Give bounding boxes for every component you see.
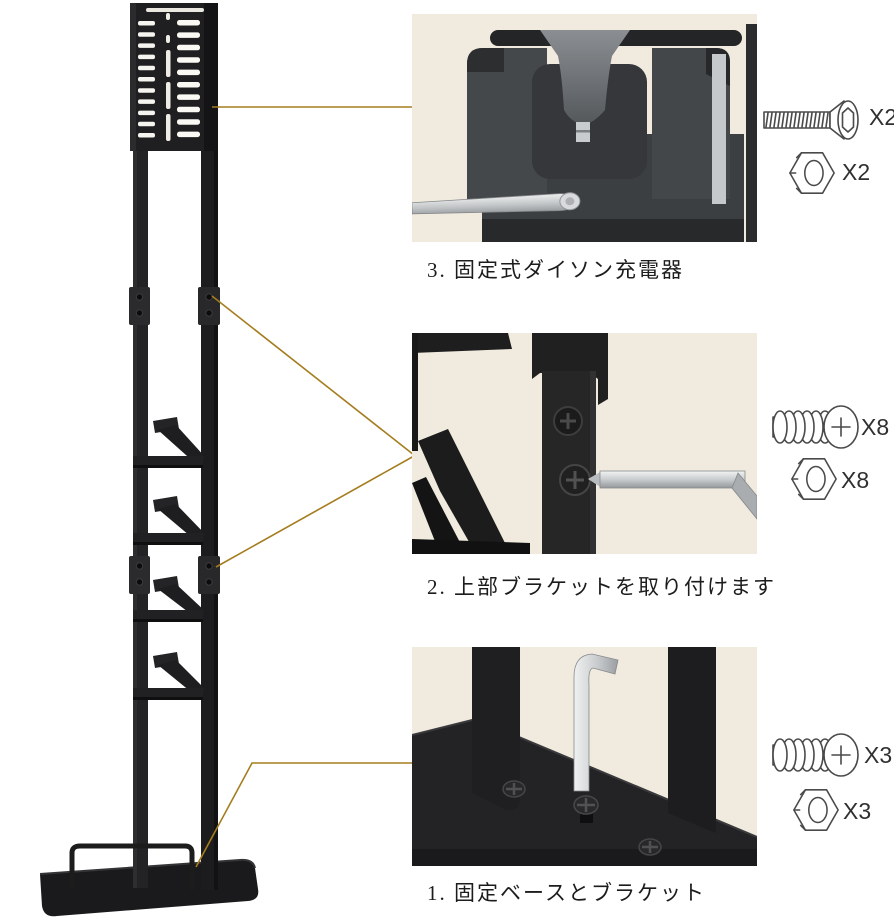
hex-key-tool: [588, 470, 757, 520]
step-1-caption: 1. 固定ベースとブラケット: [427, 881, 706, 905]
panel-left-slots: [138, 21, 155, 138]
dock-outer-frame-edge: [746, 24, 757, 242]
left-leg: [472, 647, 520, 810]
callout-line-base: [195, 762, 412, 868]
right-leg: [668, 647, 716, 833]
frame-top-bar: [412, 333, 512, 353]
hex-key-tool: [412, 192, 581, 215]
detail-photo-step-1: [412, 647, 757, 866]
step-2-caption: 2. 上部ブラケットを取り付けます: [427, 575, 776, 599]
dock-body: [467, 48, 744, 242]
hex-key-tool: [573, 653, 619, 792]
stand-left-rail: [133, 148, 148, 888]
stand-hook-4: [133, 652, 206, 700]
step-3-screw-count: X2: [869, 104, 894, 130]
hex-nut-icon: [791, 785, 841, 835]
stand-top-panel: [130, 3, 218, 151]
step-1-screw-count: X3: [864, 742, 893, 768]
hex-nut-icon: [789, 454, 839, 504]
detail-photo-step-3: [412, 14, 757, 242]
panel-right-slots: [177, 20, 200, 138]
hook-piece: [412, 429, 530, 554]
bracket-screw-bottom: [559, 464, 591, 496]
callout-line-upper-bracket-bottom: [215, 455, 415, 568]
bracket-screw-top: [553, 406, 583, 436]
stand-base-handle: [69, 843, 195, 891]
stand-upper-joint-brackets: [129, 287, 220, 325]
step-3-nut-count: X2: [842, 159, 871, 185]
base-screws: [502, 780, 662, 856]
panel-center-slots: [166, 13, 171, 141]
callout-line-upper-bracket-top: [211, 295, 415, 456]
step-2-nut-count: X8: [841, 467, 870, 493]
stand-right-rail: [201, 148, 218, 890]
detail-photo-step-2: [412, 333, 757, 554]
stand-hook-3: [133, 576, 206, 622]
hex-nut-icon: [787, 148, 837, 198]
bracket-column: [532, 333, 608, 554]
frame-left-edge: [412, 333, 418, 451]
phillips-screw-icon: [769, 401, 861, 453]
phillips-screw-icon: [769, 729, 861, 781]
step-3-caption: 3. 固定式ダイソン充電器: [427, 258, 684, 282]
stand-hook-2: [133, 496, 206, 545]
upper-bracket-graphic: [412, 333, 757, 554]
charger-dock-graphic: [412, 14, 757, 242]
stand-hook-1: [133, 417, 206, 468]
step-2-screw-count: X8: [861, 414, 890, 440]
base-bracket-graphic: [412, 647, 757, 866]
countersunk-hex-screw-icon: [762, 100, 862, 140]
dock-center-funnel: [540, 30, 630, 142]
stand-lower-joint-brackets: [129, 556, 220, 594]
step-1-nut-count: X3: [843, 798, 872, 824]
